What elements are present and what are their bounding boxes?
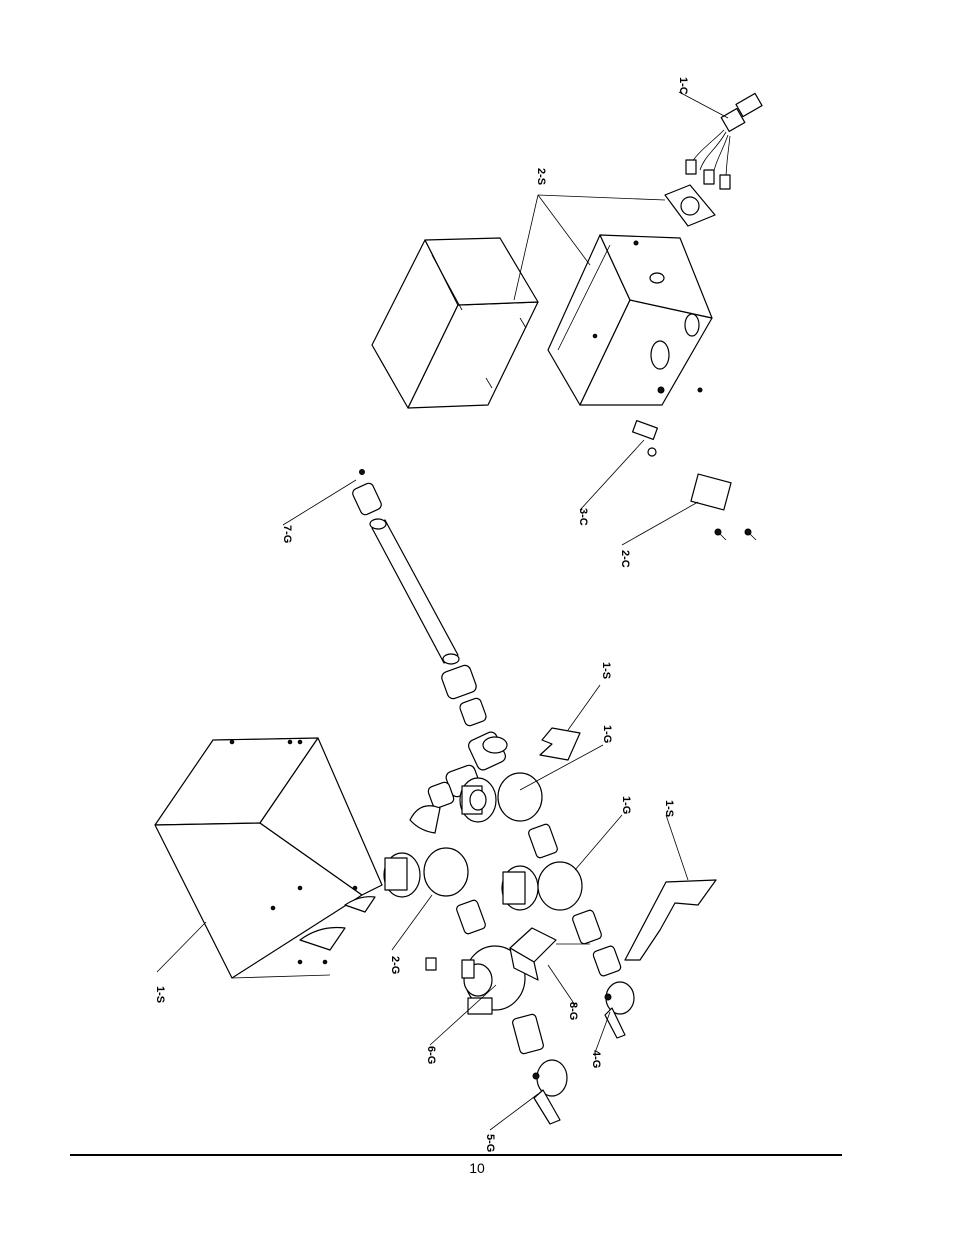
pipe-sleeve [352,469,382,516]
regulator-top [459,772,543,823]
callout-1-s-right: 1-S [663,800,675,817]
callout-1-c: 1-C [677,77,689,95]
regulator-left [383,847,469,898]
callout-1-s-left: 1-S [154,986,166,1003]
callout-2-c: 2-C [619,550,631,568]
callout-3-c: 3-C [577,508,589,526]
solenoid-valve [509,927,590,981]
callout-2-s: 2-S [535,168,547,185]
callout-1-g-top: 1-G [601,725,613,743]
callout-6-g: 6-G [425,1046,437,1064]
union-fitting [441,664,487,727]
callout-7-g: 7-G [281,525,293,543]
terminal-block [690,473,757,541]
callout-4-g: 4-G [590,1050,602,1068]
long-pipe [369,518,460,665]
cover-enclosure-large [154,737,383,979]
callout-2-g: 2-G [389,956,401,974]
junction-box-base [547,234,713,406]
flat-plate-top [539,727,581,761]
nipple-pieces [456,823,622,1055]
tee-fitting [468,731,508,771]
junction-box-lid [371,237,539,409]
callout-1-s-top: 1-S [600,662,612,679]
footer-rule [70,1154,842,1156]
leader-lines [156,91,729,1131]
callout-1-g-mid: 1-G [620,796,632,814]
callout-labels: 1-C 2-S 3-C 2-C 7-G 1-S 1-G 1-G 1-S 1-S … [154,77,689,1152]
switch-plate [664,184,716,227]
key-switch-harness [685,92,763,190]
page-number: 10 [469,1160,485,1176]
callout-5-g: 5-G [484,1134,496,1152]
clip-part [632,419,658,457]
ball-valve-right [604,981,635,1039]
ball-valve-bottom [532,1059,568,1125]
callout-8-g: 8-G [567,1002,579,1020]
regulator-right [501,861,583,911]
pressure-regulator-main [425,945,526,1015]
flat-plate-right [624,879,717,961]
